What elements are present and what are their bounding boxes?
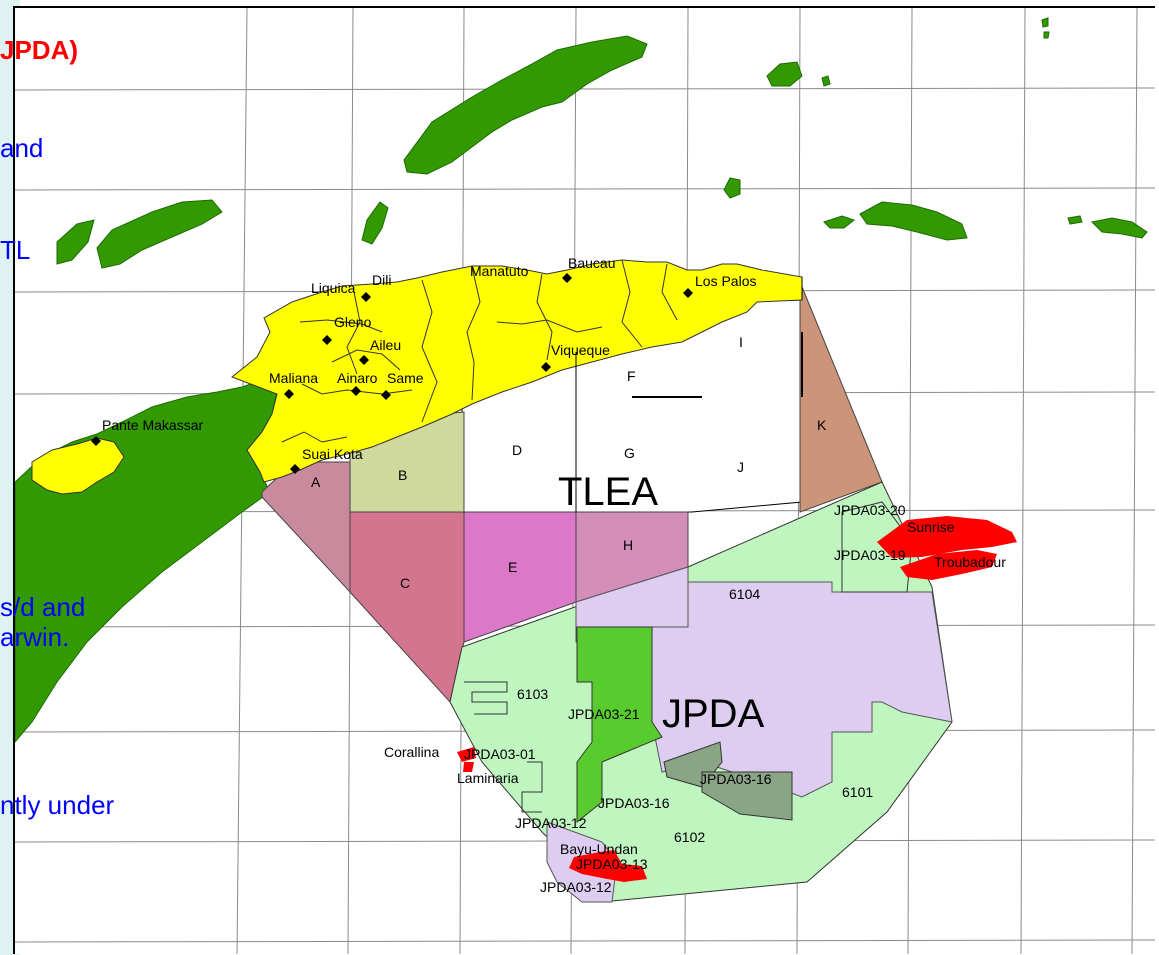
- grey-area-b: [701, 771, 793, 821]
- jpda-map: Liquica Dili Manatuto Baucau Los Palos G…: [15, 8, 1155, 954]
- town-markers: [91, 273, 693, 474]
- block-a: [261, 461, 351, 594]
- block-label-c: C: [400, 575, 410, 591]
- block-label-e: E: [508, 559, 517, 575]
- block-label-d: D: [512, 442, 522, 458]
- town-label-aileu: Aileu: [370, 337, 401, 353]
- block-label-k: K: [817, 417, 827, 433]
- town-label-ainaro: Ainaro: [337, 370, 378, 386]
- timor-leste-land: [31, 259, 803, 495]
- town-label-maliana: Maliana: [269, 370, 318, 386]
- block-label-i: I: [739, 334, 743, 350]
- area-label-jpda03-13: JPDA03-13: [576, 856, 648, 872]
- dark-green-area: [576, 626, 663, 824]
- block-label-g: G: [624, 445, 635, 461]
- town-label-los-palos: Los Palos: [695, 273, 756, 289]
- area-label-6101: 6101: [842, 784, 873, 800]
- block-label-j: J: [737, 459, 744, 475]
- block-label-f: F: [627, 368, 636, 384]
- slide-text-line-5: ntly under: [0, 790, 115, 820]
- block-label-h: H: [623, 537, 633, 553]
- area-label-jpda03-19: JPDA03-19: [834, 547, 906, 563]
- field-label-laminaria: Laminaria: [457, 770, 519, 786]
- gas-fields: [457, 516, 1017, 882]
- town-label-viqueque: Viqueque: [551, 342, 610, 358]
- jpda-layer: [449, 481, 953, 903]
- town-label-pante-makassar: Pante Makassar: [102, 417, 203, 433]
- slide-text-line-3: s/d and: [0, 592, 86, 622]
- field-label-corallina: Corallina: [384, 744, 439, 760]
- area-label-jpda03-21: JPDA03-21: [568, 706, 640, 722]
- area-label-jpda03-16-east: JPDA03-16: [700, 771, 772, 787]
- town-label-gleno: Gleno: [334, 314, 372, 330]
- field-label-troubadour: Troubadour: [934, 554, 1006, 570]
- town-labels: Liquica Dili Manatuto Baucau Los Palos G…: [102, 255, 756, 462]
- town-label-suai-kota: Suai Kota: [302, 446, 363, 462]
- block-label-a: A: [311, 474, 321, 490]
- area-label-6104: 6104: [729, 586, 760, 602]
- block-c: [349, 511, 465, 704]
- slide-text-line-2: TL: [0, 235, 31, 265]
- town-label-liquica: Liquica: [311, 280, 356, 296]
- town-label-same: Same: [387, 370, 424, 386]
- area-label-jpda03-12-north: JPDA03-12: [515, 815, 587, 831]
- area-labels: JPDA03-20 JPDA03-19 6104 6103 JPDA03-21 …: [464, 502, 906, 895]
- area-label-jpda03-01: JPDA03-01: [464, 746, 536, 762]
- field-label-bayu-undan: Bayu-Undan: [560, 841, 638, 857]
- block-label-b: B: [398, 467, 407, 483]
- zone-label-tlea: TLEA: [558, 470, 658, 514]
- zone-label-jpda: JPDA: [662, 692, 765, 736]
- town-label-manatuto: Manatuto: [470, 263, 529, 279]
- area-label-jpda03-12-south: JPDA03-12: [540, 879, 612, 895]
- area-label-6103: 6103: [517, 686, 548, 702]
- area-label-jpda03-20: JPDA03-20: [834, 502, 906, 518]
- block-k: [799, 281, 883, 513]
- area-label-6102: 6102: [674, 829, 705, 845]
- slide-title-fragment: JPDA): [0, 35, 79, 65]
- field-labels: Sunrise Troubadour Corallina Laminaria B…: [384, 519, 1006, 857]
- map-frame: Liquica Dili Manatuto Baucau Los Palos G…: [13, 6, 1155, 954]
- blocks-layer: [261, 281, 883, 704]
- block-labels: A B C D E F G H I J K: [311, 334, 827, 591]
- town-label-dili: Dili: [372, 272, 391, 288]
- slide-text-line-1: and: [0, 133, 44, 163]
- slide-text-line-4: arwin.: [0, 622, 70, 652]
- area-label-jpda03-16-west: JPDA03-16: [598, 795, 670, 811]
- town-label-baucau: Baucau: [568, 255, 615, 271]
- field-label-sunrise: Sunrise: [907, 519, 955, 535]
- block-6103-outline: [464, 681, 543, 813]
